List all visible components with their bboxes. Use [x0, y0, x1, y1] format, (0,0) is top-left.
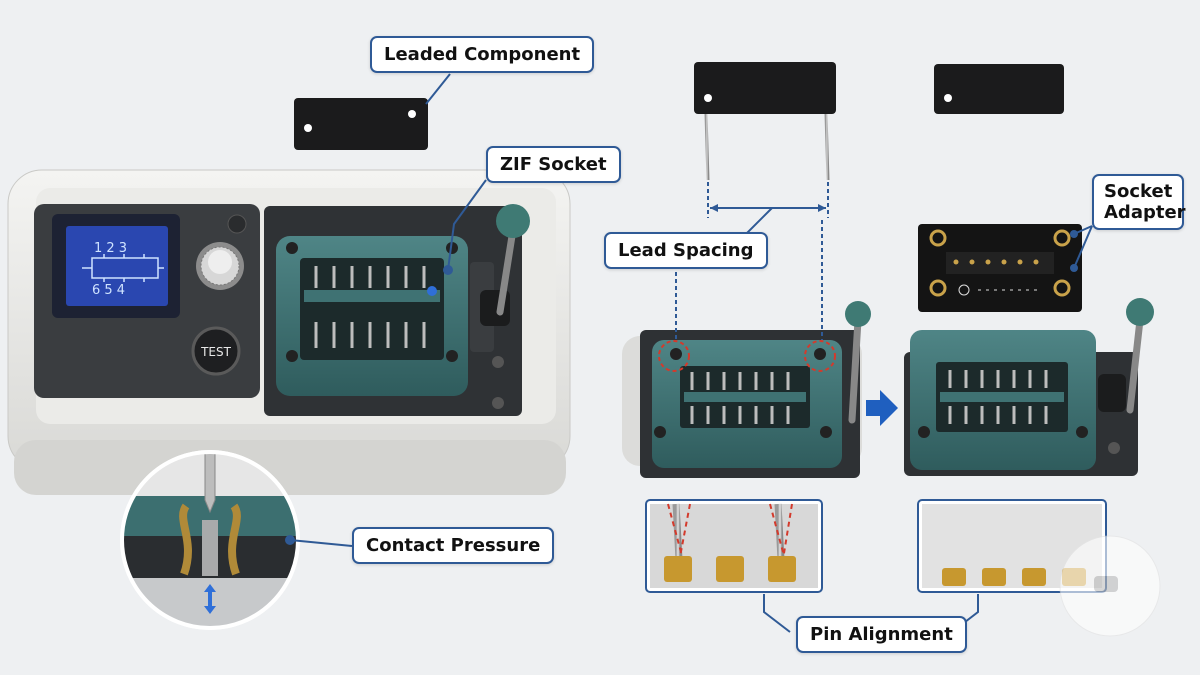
- callout-zif-socket: ZIF Socket: [486, 146, 621, 183]
- misaligned-pins-inset: [645, 499, 823, 593]
- up-down-arrow-icon: [204, 584, 216, 614]
- right-zif-lever[interactable]: [1098, 298, 1154, 414]
- socket-adapter-board: [918, 224, 1082, 312]
- lcd-bottom-numbers: 6 5 4: [92, 283, 125, 298]
- test-button-label[interactable]: TEST: [200, 345, 232, 359]
- left-leaded-ic: [294, 98, 428, 300]
- contact-pressure-inset: [120, 450, 300, 630]
- watermark-icon: [1059, 535, 1161, 637]
- led-indicator-icon: [227, 214, 247, 234]
- middle-assembly: [622, 62, 871, 478]
- arrow-right-icon: [866, 390, 898, 426]
- lcd-top-numbers: 1 2 3: [94, 241, 127, 256]
- right-assembly: [904, 64, 1154, 476]
- callout-pin-alignment: Pin Alignment: [796, 616, 967, 653]
- left-zif-lever[interactable]: [470, 204, 530, 352]
- tester-device: 1 2 3 6 5 4 TEST: [7, 98, 571, 495]
- callout-contact-pressure: Contact Pressure: [352, 527, 555, 564]
- middle-zif-lever[interactable]: [845, 301, 871, 424]
- callout-leaded-component: Leaded Component: [370, 36, 595, 73]
- callout-lead-spacing: Lead Spacing: [604, 232, 768, 269]
- test-button[interactable]: TEST: [191, 326, 241, 376]
- adjust-knob-icon[interactable]: [196, 242, 244, 290]
- callout-socket-adapter: Socket Adapter: [1092, 174, 1186, 230]
